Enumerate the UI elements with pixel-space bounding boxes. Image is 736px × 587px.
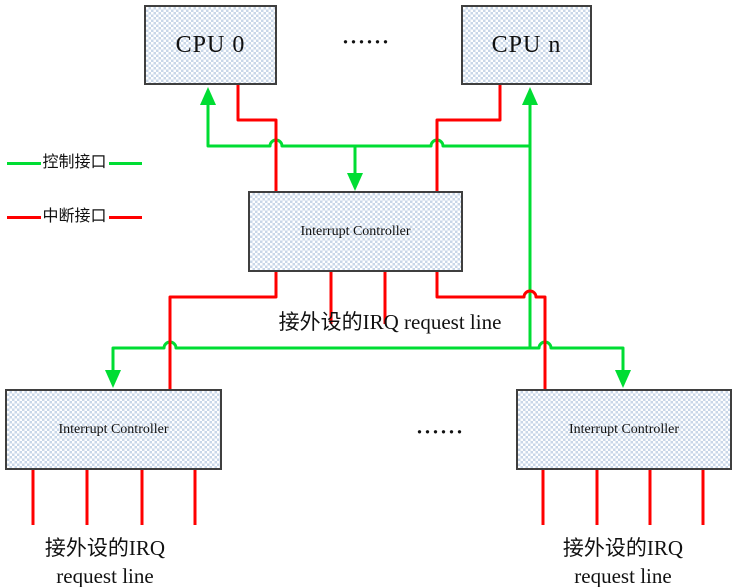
ellipsis-controllers: ······: [415, 420, 465, 444]
legend-interrupt-label: 中断接口: [42, 208, 107, 225]
legend-interrupt-line-right: [108, 215, 143, 219]
arrow-down-left-icon: [105, 370, 121, 388]
arrow-down-right-icon: [615, 370, 631, 388]
node-interrupt-controller-bottom-right-label: Interrupt Controller: [568, 421, 680, 437]
label-irq-request-bottom-right: 接外设的IRQ request line: [528, 534, 718, 587]
label-irq-request-middle: 接外设的IRQ request line: [278, 310, 502, 334]
ellipsis-cpus: ······: [341, 30, 391, 54]
node-interrupt-controller-bottom-left-label: Interrupt Controller: [58, 421, 169, 437]
label-irq-request-bottom-right-line1: 接外设的IRQ: [562, 536, 684, 560]
node-interrupt-controller-bottom-right: Interrupt Controller: [516, 389, 732, 470]
arrow-up-cpu0-icon: [200, 87, 216, 105]
control-bus-bottom-line: [111, 340, 625, 371]
label-irq-request-bottom-left-line1: 接外设的IRQ: [44, 536, 166, 560]
legend-item-interrupt: 中断接口: [7, 206, 143, 228]
interrupt-line-to-left-controller: [168, 272, 278, 389]
irq-stubs-bottom-left: [31, 470, 197, 525]
interrupt-line-to-right-controller: [435, 272, 547, 389]
node-interrupt-controller-top-label: Interrupt Controller: [300, 223, 411, 239]
label-irq-request-bottom-left-line2: request line: [56, 564, 154, 587]
node-cpun: CPU n: [461, 5, 592, 85]
node-interrupt-controller-bottom-left: Interrupt Controller: [5, 389, 222, 470]
control-bus-top-line: [206, 104, 530, 148]
irq-stubs-bottom-right: [541, 470, 705, 525]
interrupt-line-cpun: [435, 85, 502, 191]
legend-interrupt-line-left: [7, 215, 41, 219]
legend-control-line-left: [7, 161, 41, 165]
label-irq-request-bottom-left: 接外设的IRQ request line: [10, 534, 200, 587]
node-interrupt-controller-top: Interrupt Controller: [248, 191, 463, 272]
node-cpu0-label: CPU 0: [175, 31, 246, 58]
node-cpu0: CPU 0: [144, 5, 277, 85]
label-irq-request-bottom-right-line2: request line: [574, 564, 672, 587]
legend-control-line-right: [108, 161, 143, 165]
arrow-up-cpun-icon: [522, 87, 538, 105]
interrupt-line-cpu0: [236, 85, 278, 191]
legend-item-control: 控制接口: [7, 152, 143, 174]
legend-control-label: 控制接口: [42, 154, 107, 171]
arrow-down-central-icon: [347, 173, 363, 191]
node-cpun-label: CPU n: [491, 31, 562, 58]
